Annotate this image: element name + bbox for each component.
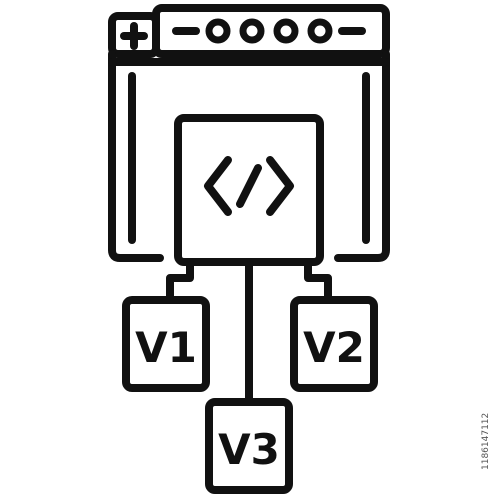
version-box-v3: V3 <box>205 398 293 494</box>
window-plus-tab <box>108 12 160 58</box>
version-label-v3: V3 <box>218 425 280 474</box>
version-label-v2: V2 <box>303 323 365 372</box>
browser-window-frame <box>108 50 390 262</box>
window-title-bar <box>152 4 390 58</box>
code-box <box>174 114 324 266</box>
stock-id-label: 1186147112 <box>481 412 491 470</box>
version-box-v2: V2 <box>290 296 378 392</box>
version-box-v1: V1 <box>122 296 210 392</box>
code-brackets-icon <box>204 156 294 216</box>
version-label-v1: V1 <box>135 323 197 372</box>
branch-connectors <box>166 258 332 406</box>
window-dots <box>205 18 333 44</box>
